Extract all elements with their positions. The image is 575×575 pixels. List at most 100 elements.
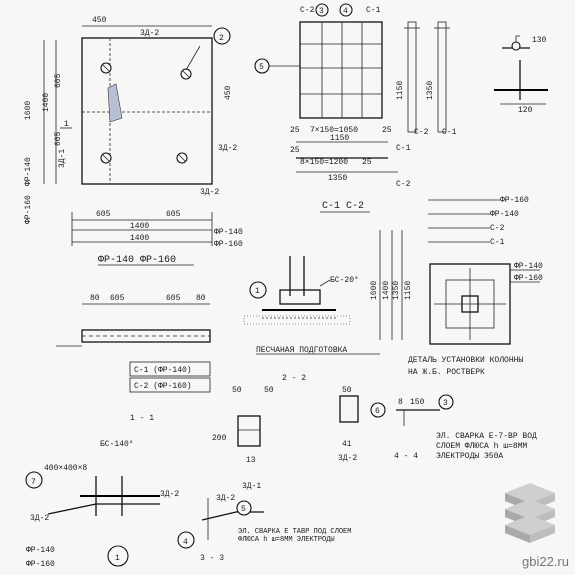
dim-text: 200 xyxy=(212,434,227,443)
dim-text: 605 xyxy=(54,73,63,88)
dim-text: ФР-140 xyxy=(490,210,519,219)
dim-text: ФР-160 xyxy=(514,274,543,283)
dim-text: 1150 xyxy=(330,134,349,143)
plate-size: 400×400×8 xyxy=(44,464,87,473)
dim-text: 130 xyxy=(532,36,547,45)
note-line: ЭЛЕКТРОДЫ Э50А xyxy=(436,452,503,461)
dim-text: 450 xyxy=(224,85,233,100)
section-label: 1 - 1 xyxy=(130,414,154,423)
section-label: 2 - 2 xyxy=(282,374,306,383)
base-connection: БС-140° 400×400×8 3Д-2 3Д-2 ФР-140 ФР-16… xyxy=(25,440,179,569)
detail-label: 3Д-2 xyxy=(338,454,357,463)
dim-text: 50 xyxy=(342,386,352,395)
small-sections: 1 - 1 2 - 2 4 - 4 13 41 3Д-2 50 50 200 5… xyxy=(130,374,454,465)
dim-text: 150 xyxy=(410,398,425,407)
caption-line: НА Ж.Б. РОСТВЕРК xyxy=(408,368,485,377)
section-mark: С-1 xyxy=(366,6,381,15)
dim-text: 50 xyxy=(232,386,242,395)
dim-text: ФР-160 xyxy=(24,195,33,224)
dim-text: С-2 xyxy=(396,180,411,189)
dim-text: 1400 xyxy=(130,222,149,231)
dim-text: С-1 xyxy=(396,144,411,153)
callout-6: 6 xyxy=(375,407,380,416)
dim-text: 8×150=1200 xyxy=(300,158,348,167)
dim-text: 3Д-2 xyxy=(200,188,219,197)
dim-text: 605 xyxy=(166,210,181,219)
mesh-elevation: С-1 С-2 1600 1400 1350 1150 ФР-160 ФР-14… xyxy=(320,196,543,377)
dim-text: 1400 xyxy=(42,93,51,112)
bar-elevation: 80 605 605 80 С-1 (ФР-140) С-2 (ФР-160) xyxy=(56,294,211,393)
dim-text: 1400 xyxy=(382,281,391,300)
dim-text: 605 xyxy=(110,294,125,303)
dim-text: ФР-160 xyxy=(500,196,529,205)
dim-text: ФР-160 xyxy=(214,240,243,249)
dim-text: 25 xyxy=(290,126,300,135)
sand-bedding-label: ПЕСЧАНАЯ ПОДГОТОВКА xyxy=(256,346,347,355)
plate-plan: 450 3Д-2 1600 1400 605 605 450 3Д-1 ФР-1… xyxy=(24,16,237,224)
weld-note: ЭЛ. СВАРКА Е-7-ВР ВОД СЛОЕМ ФЛЮСА h ш=8М… xyxy=(436,432,537,461)
dim-text: ФР-140 xyxy=(214,228,243,237)
label-bs: БС-20° xyxy=(330,276,359,285)
section-mark: С-2 xyxy=(300,6,315,15)
dim-text: 605 xyxy=(96,210,111,219)
dim-text: 80 xyxy=(196,294,206,303)
note-line: СЛОЕМ ФЛЮСА h ш=8ММ xyxy=(436,442,527,451)
dim-text: 1150 xyxy=(404,281,413,300)
callout-3: 3 xyxy=(443,399,448,408)
dim-text: 3Д-2 xyxy=(140,29,159,38)
dim-text: С-2 xyxy=(490,224,505,233)
dim-text: 25 xyxy=(382,126,392,135)
dim-text: 80 xyxy=(90,294,100,303)
mesh-title: С-1 С-2 xyxy=(322,201,364,212)
callout-4: 4 xyxy=(183,538,188,547)
detail-label: 3Д-2 xyxy=(30,514,49,523)
dim-text: 1350 xyxy=(426,81,435,100)
section-mark: 4 xyxy=(343,7,348,16)
dim-text: 3Д-2 xyxy=(218,144,237,153)
dim-text: 605 xyxy=(54,131,63,146)
dim-text: 605 xyxy=(166,294,181,303)
callout-1: 1 xyxy=(255,287,260,296)
section-label: 3 - 3 xyxy=(200,554,224,563)
detail-number: 41 xyxy=(342,440,352,449)
detail-label: 3Д-1 xyxy=(242,482,261,491)
callout-5: 5 xyxy=(259,63,264,72)
dim-text: ФР-140 xyxy=(26,546,55,555)
dim-text: 450 xyxy=(92,16,107,25)
callout-2: 2 xyxy=(219,34,224,43)
detail-label: 3Д-2 xyxy=(160,490,179,499)
dim-text: 1400 xyxy=(130,234,149,243)
detail-number: 13 xyxy=(246,456,256,465)
dim-text: С-2 xyxy=(414,128,429,137)
weld-note-bottom: ЭЛ. СВАРКА Е ТАВР ПОД СЛОЕМ ФЛЮСА h ш=8М… xyxy=(238,528,352,544)
section-3-3: 3Д-1 3Д-2 5 4 3 - 3 ЭЛ. СВАРКА Е ТАВР ПО… xyxy=(177,482,352,563)
dim-text: 1350 xyxy=(392,281,401,300)
spec-label: С-2 (ФР-160) xyxy=(134,382,192,391)
section-label: 4 - 4 xyxy=(394,452,418,461)
dim-text: 25 xyxy=(290,146,300,155)
plate-dims: 605 605 1400 1400 ФР-140 ФР-160 ФР-140 Ф… xyxy=(71,210,243,266)
mesh-plan: С-2 3 4 С-1 5 25 7×150=1050 25 1150 25 8… xyxy=(254,3,457,189)
callout-1: 1 xyxy=(115,554,120,563)
dim-text: 1150 xyxy=(396,81,405,100)
callout-7: 7 xyxy=(31,478,36,487)
detail-label: 3Д-2 xyxy=(216,494,235,503)
dim-text: 8 xyxy=(398,398,403,407)
column-base-section: БС-20° 1 ПЕСЧАНАЯ ПОДГОТОВКА xyxy=(243,256,380,355)
section-mark: 3 xyxy=(319,7,324,16)
dim-text: 3Д-1 xyxy=(58,149,67,168)
dim-text: 1600 xyxy=(370,281,379,300)
site-logo xyxy=(505,483,555,543)
dim-text: 1600 xyxy=(24,101,33,120)
dim-text: ФР-140 xyxy=(24,157,33,186)
anchor-detail: 130 120 xyxy=(494,35,548,115)
dim-text: 25 xyxy=(362,158,372,167)
dim-text: ФР-160 xyxy=(26,560,55,569)
dim-text: 50 xyxy=(264,386,274,395)
note-line: ЭЛ. СВАРКА Е-7-ВР ВОД xyxy=(436,432,537,441)
dim-text: ФР-140 xyxy=(514,262,543,271)
dim-text: 1 xyxy=(64,120,69,129)
watermark-text: gbi22.ru xyxy=(522,554,569,569)
